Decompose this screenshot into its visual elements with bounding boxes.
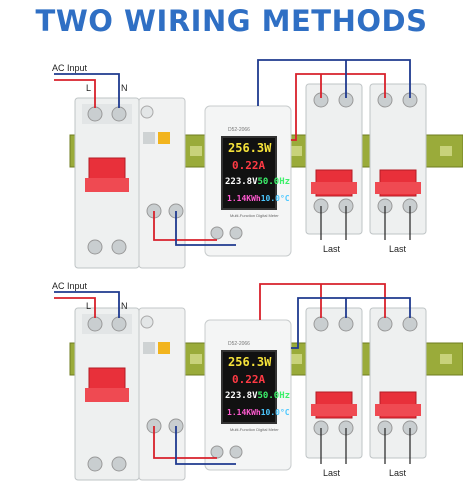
main-breaker xyxy=(74,307,140,481)
temperature-unit: °C xyxy=(279,194,290,203)
voltage-unit: V xyxy=(252,177,258,187)
meter-subtitle: Multi-Function Digital Meter xyxy=(230,427,279,432)
temperature-value: 10.0 xyxy=(260,408,280,417)
meter-subtitle: Multi-Function Digital Meter xyxy=(230,213,279,218)
power-value: 256.3 xyxy=(228,141,265,155)
power-unit: W xyxy=(264,355,272,369)
current-value: 0.22 xyxy=(232,373,259,386)
distribution-live-wire xyxy=(259,283,386,320)
load-2-label: Last xyxy=(389,468,407,478)
meter-display: 256.3W 0.22A 223.8V50.0Hz 1.14KWh10.0°C xyxy=(221,350,290,424)
voltage-unit: V xyxy=(252,391,258,401)
power-value: 256.3 xyxy=(228,355,265,369)
neutral-label: N xyxy=(121,301,128,311)
voltage-value: 223.8 xyxy=(225,177,253,187)
energy-value: 1.14 xyxy=(227,408,247,417)
wiring-schematic xyxy=(54,283,463,481)
distribution-neutral-wire xyxy=(257,59,411,106)
ac-input-live-wire xyxy=(54,297,96,318)
load-breaker-1 xyxy=(305,307,363,459)
voltage-value: 223.8 xyxy=(225,391,253,401)
ac-input-label: AC Input xyxy=(52,281,88,291)
wiring-schematic xyxy=(54,59,463,269)
frequency-unit: Hz xyxy=(279,177,291,187)
wiring-diagram-2: AC Input L N Last Last D52-2066 256.3W 0… xyxy=(0,268,463,496)
page-title: TWO WIRING METHODS xyxy=(35,4,428,38)
power-unit: W xyxy=(264,141,272,155)
load-breaker-2 xyxy=(369,307,427,459)
meter-input-live-wire xyxy=(153,426,217,459)
energy-value: 1.14 xyxy=(227,194,247,203)
meter-input-neutral-wire xyxy=(175,211,236,246)
meter-input-neutral-wire xyxy=(175,426,236,465)
frequency-value: 50.0 xyxy=(257,391,280,401)
main-breaker xyxy=(74,97,140,269)
meter-model: D52-2066 xyxy=(228,127,250,133)
temperature-value: 10.0 xyxy=(260,194,280,203)
ac-input-live-wire xyxy=(54,79,96,108)
current-value: 0.22 xyxy=(232,159,259,172)
load-2-label: Last xyxy=(389,244,407,254)
rcd-module xyxy=(138,307,186,481)
distribution-neutral-wire xyxy=(291,297,411,349)
load-breaker-1 xyxy=(305,83,363,235)
energy-unit: KWh xyxy=(246,194,261,203)
wiring-diagram-1: AC Input L N Last Last D52-2066 256.3W 0… xyxy=(0,40,463,269)
current-unit: A xyxy=(258,159,266,172)
energy-unit: KWh xyxy=(246,408,261,417)
ac-input-label: AC Input xyxy=(52,63,88,73)
live-label: L xyxy=(86,301,92,311)
temperature-unit: °C xyxy=(279,408,290,417)
distribution-live-wire xyxy=(291,73,386,141)
neutral-label: N xyxy=(121,83,128,93)
meter-display: 256.3W 0.22A 223.8V50.0Hz 1.14KWh10.0°C xyxy=(221,136,290,210)
load-1-label: Last xyxy=(323,468,341,478)
ac-input-neutral-wire xyxy=(54,291,120,318)
frequency-value: 50.0 xyxy=(257,177,280,187)
current-unit: A xyxy=(258,373,266,386)
meter-input-live-wire xyxy=(153,211,217,241)
ac-input-neutral-wire xyxy=(54,73,120,108)
live-label: L xyxy=(86,83,92,93)
load-breaker-2 xyxy=(369,83,427,235)
load-1-label: Last xyxy=(323,244,341,254)
meter-model: D52-2066 xyxy=(228,341,250,347)
rcd-module xyxy=(138,97,186,269)
frequency-unit: Hz xyxy=(279,391,291,401)
